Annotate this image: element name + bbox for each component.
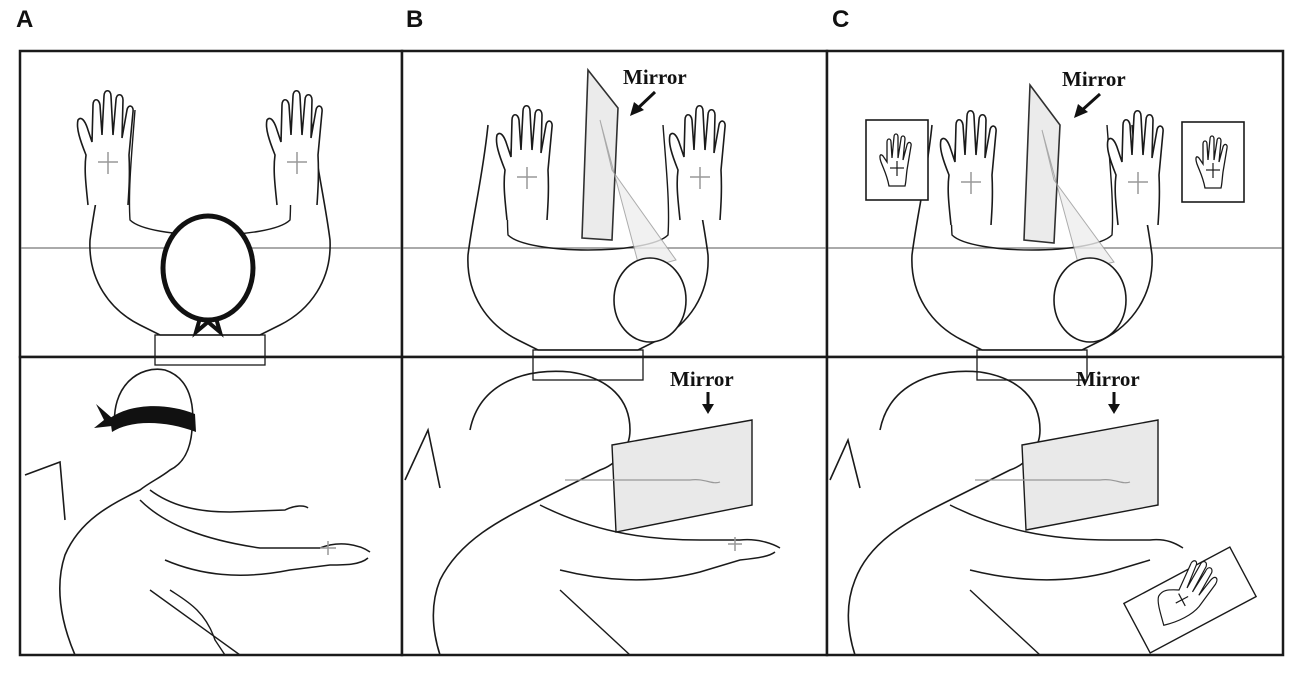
mirror-top-view [581,67,619,241]
blindfold [110,406,196,432]
head-top-view [613,257,687,343]
panel-c-bottom-illustration: Mirror [829,367,1258,656]
mirror-label-c-bottom: Mirror [1076,367,1140,391]
panel-letter-a: A [16,6,34,33]
mirror-label-c-top: Mirror [1062,67,1126,91]
mirror-label-b-top: Mirror [623,65,687,89]
mirror-side-view [611,419,753,533]
head-top-view [1053,257,1127,343]
panel-b-top-illustration: Mirror [467,65,726,381]
mirror-side-view [1021,419,1159,531]
panel-a-top-illustration [76,89,331,366]
mirror-label-b-bottom: Mirror [670,367,734,391]
hand-picture-on-table [1122,546,1258,654]
panel-letter-c: C [832,6,850,33]
panel-frame-a-bottom [18,355,404,657]
hand-picture-left [865,119,929,201]
mirror-top-view [1023,82,1061,244]
panel-letter-b: B [406,6,424,33]
panel-c-top-illustration: Mirror [865,67,1245,381]
hand-picture-right [1181,121,1245,203]
panel-a-bottom-illustration [24,368,371,656]
head-top-view [160,213,256,323]
panel-b-bottom-illustration: Mirror [404,367,781,656]
